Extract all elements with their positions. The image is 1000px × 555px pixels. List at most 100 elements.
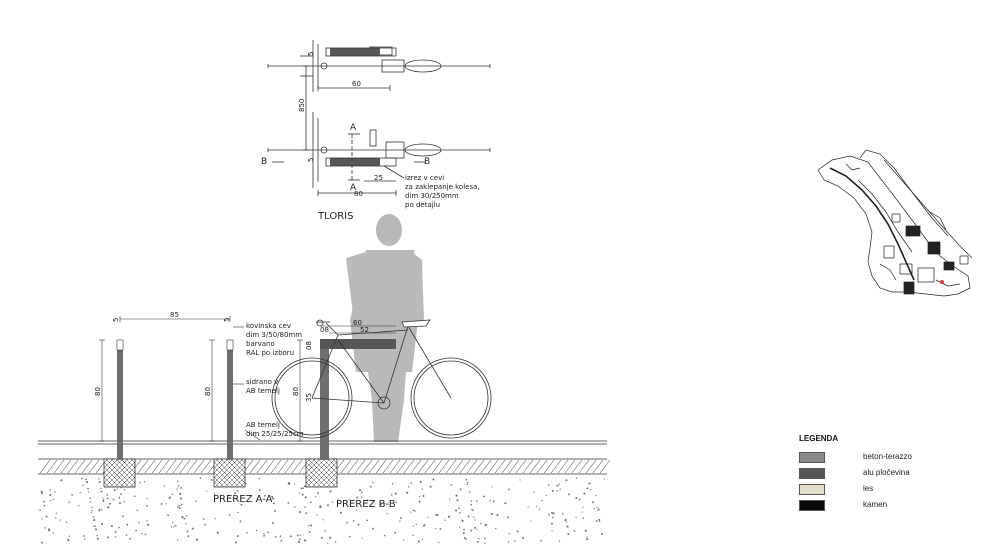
hatch-stroke: [263, 459, 275, 474]
soil-dot: [102, 497, 104, 499]
soil-dot: [271, 495, 274, 498]
legend-swatch: [799, 484, 825, 495]
crosshatch-stroke: [213, 476, 225, 488]
anchor-note-line-1: sidrano v: [246, 378, 278, 386]
soil-dot: [144, 533, 147, 536]
legend: LEGENDA beton-terazzo alu pločevina les …: [799, 434, 949, 514]
soil-dot: [116, 488, 118, 490]
soil-dot: [125, 534, 128, 536]
hatch-stroke: [445, 459, 457, 474]
soil-dot: [551, 530, 553, 532]
hatch-stroke: [151, 459, 163, 474]
soil-dot: [89, 497, 91, 499]
soil-dot: [114, 536, 117, 538]
soil-dot: [81, 477, 83, 480]
section-marker-a-bottom: A: [350, 183, 357, 193]
crosshatch-stroke: [124, 476, 136, 488]
soil-dot: [274, 536, 277, 538]
soil-dot: [87, 487, 89, 490]
soil-dot: [237, 511, 239, 514]
crosshatch-stroke: [103, 466, 125, 488]
soil-dot: [466, 481, 469, 484]
soil-dot: [302, 487, 304, 490]
soil-dot: [447, 515, 451, 518]
hatch-stroke: [179, 459, 191, 474]
soil-dot: [210, 479, 213, 481]
soil-dot: [450, 483, 453, 486]
hatch-stroke: [81, 459, 93, 474]
soil-dot: [118, 496, 121, 499]
soil-dot: [491, 486, 493, 488]
soil-dot: [287, 502, 290, 504]
soil-dot: [463, 536, 466, 539]
soil-dot: [185, 522, 187, 525]
soil-dot: [550, 522, 553, 525]
hatch-stroke: [459, 459, 471, 474]
crosshatch-stroke: [219, 461, 246, 488]
soil-dot: [84, 538, 86, 540]
hatch-stroke: [158, 459, 170, 474]
soil-dot: [108, 502, 112, 505]
soil-dot: [180, 486, 182, 489]
soil-dot: [329, 536, 332, 539]
crosshatch-stroke: [305, 471, 322, 488]
soil-dot: [584, 529, 587, 532]
soil-dot: [118, 526, 120, 529]
plan-title: TLORIS: [317, 211, 353, 222]
crosshatch-stroke: [305, 461, 332, 488]
soil-dot: [239, 520, 242, 523]
crosshatch-stroke: [125, 458, 136, 469]
soil-dot: [60, 479, 63, 482]
soil-dot: [476, 528, 478, 530]
soil-dot: [94, 528, 98, 531]
soil-dot: [458, 507, 460, 509]
soil-dot: [309, 531, 311, 533]
crosshatch-stroke: [103, 458, 124, 479]
hatch-stroke: [571, 459, 583, 474]
soil-dot: [147, 523, 150, 526]
soil-dot: [176, 539, 179, 541]
crosshatch-stroke: [316, 466, 338, 488]
soil-dot: [100, 487, 102, 490]
crosshatch-stroke: [215, 458, 245, 488]
hatch-stroke: [487, 459, 499, 474]
hatch-stroke: [137, 459, 149, 474]
soil-dot: [176, 488, 178, 490]
soil-dot: [89, 500, 92, 502]
soil-dot: [55, 512, 58, 515]
soil-dot: [558, 540, 561, 542]
soil-dot: [65, 521, 68, 523]
soil-dot: [467, 515, 470, 518]
soil-dot: [79, 491, 81, 494]
soil-dot: [357, 523, 360, 526]
soil-dot: [195, 538, 199, 541]
soil-dot: [533, 491, 535, 493]
plan-dim-5a: 5: [307, 52, 315, 56]
section-a-title: PREREZ A-A: [213, 494, 273, 505]
soil-dot: [575, 496, 578, 500]
soil-dot: [352, 520, 355, 522]
crosshatch-stroke: [331, 481, 338, 488]
legend-item-alu: alu pločevina: [799, 466, 949, 482]
soil-dot: [413, 510, 416, 512]
hatch-stroke: [256, 459, 268, 474]
hatch-stroke: [585, 459, 597, 474]
soil-dot: [361, 537, 363, 539]
hatch-stroke: [557, 459, 569, 474]
rail-bar: [320, 339, 396, 349]
soil-dot: [423, 524, 426, 527]
plan-dim-80: 80: [354, 190, 363, 198]
soil-dot: [410, 482, 413, 484]
soil-dot: [180, 503, 183, 506]
soil-dot: [588, 482, 591, 485]
soil-dot: [564, 518, 567, 522]
soil-dot: [489, 499, 492, 502]
foundation-crosshatch: [103, 458, 338, 488]
soil-dot: [575, 477, 578, 479]
soil-dot: [465, 538, 467, 540]
section-a-dim-85: 85: [170, 311, 179, 319]
soil-dot: [540, 539, 542, 542]
soil-dot: [399, 517, 402, 519]
soil-dot: [568, 493, 571, 496]
soil-dot: [462, 532, 465, 535]
